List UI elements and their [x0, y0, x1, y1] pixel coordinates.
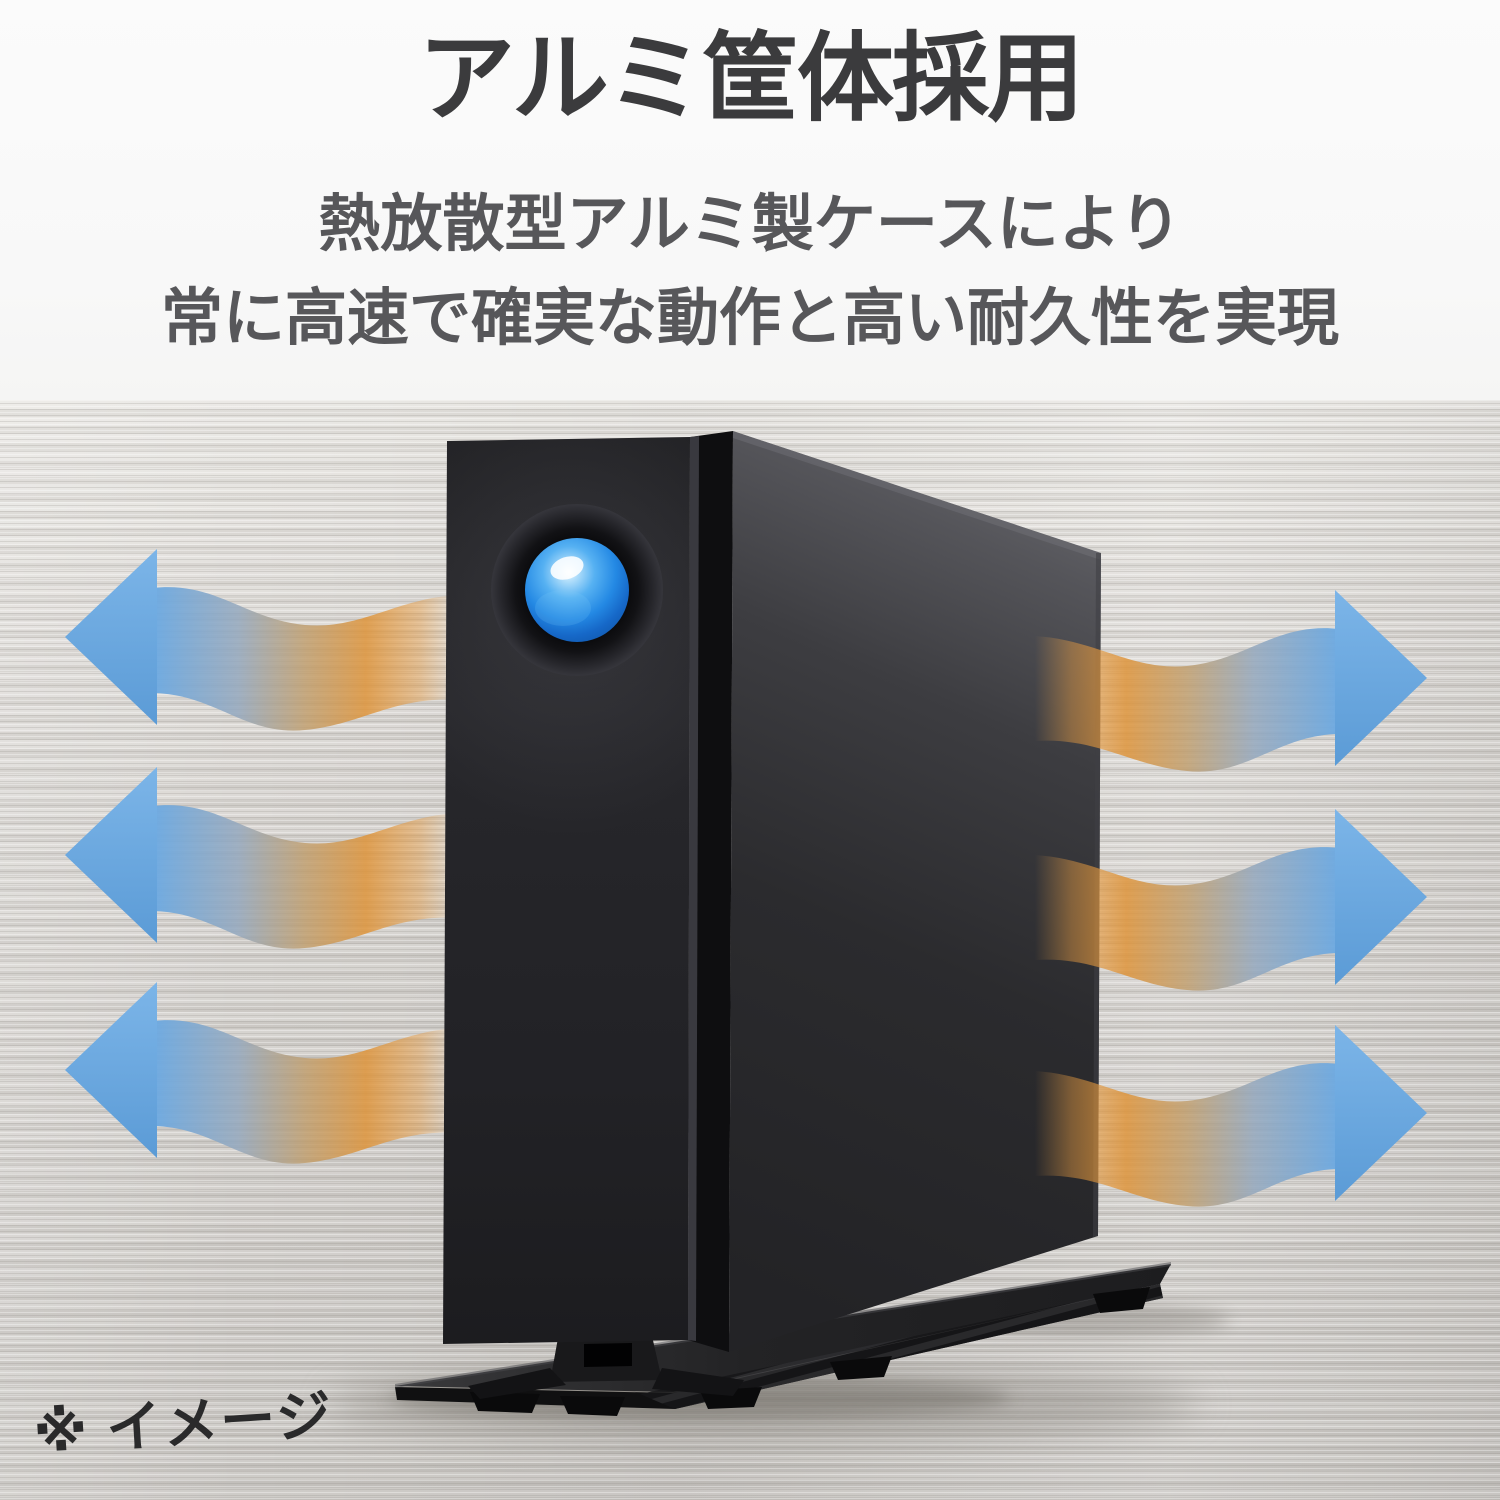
airflow-arrow-left-2 [65, 767, 457, 949]
device-front-foot [468, 1336, 744, 1399]
drive-bezel-recess [688, 431, 733, 1352]
page-subtitle: 熱放散型アルミ製ケースにより 常に高速で確実な動作と高い耐久性を実現 [0, 178, 1500, 366]
hard-drive-body [443, 431, 1101, 1352]
subtitle-line-2: 常に高速で確実な動作と高い耐久性を実現 [160, 284, 1339, 353]
page-title: アルミ筐体採用 [417, 24, 1084, 133]
airflow-arrow-left-1 [65, 549, 457, 731]
power-led-orb-icon [491, 504, 663, 676]
drive-side-panel [729, 431, 1101, 1352]
airflow-arrow-left-3 [65, 982, 457, 1164]
subtitle-line-1: 熱放散型アルミ製ケースにより [318, 190, 1182, 259]
header-section: アルミ筐体採用 熱放散型アルミ製ケースにより 常に高速で確実な動作と高い耐久性を… [0, 0, 1500, 400]
